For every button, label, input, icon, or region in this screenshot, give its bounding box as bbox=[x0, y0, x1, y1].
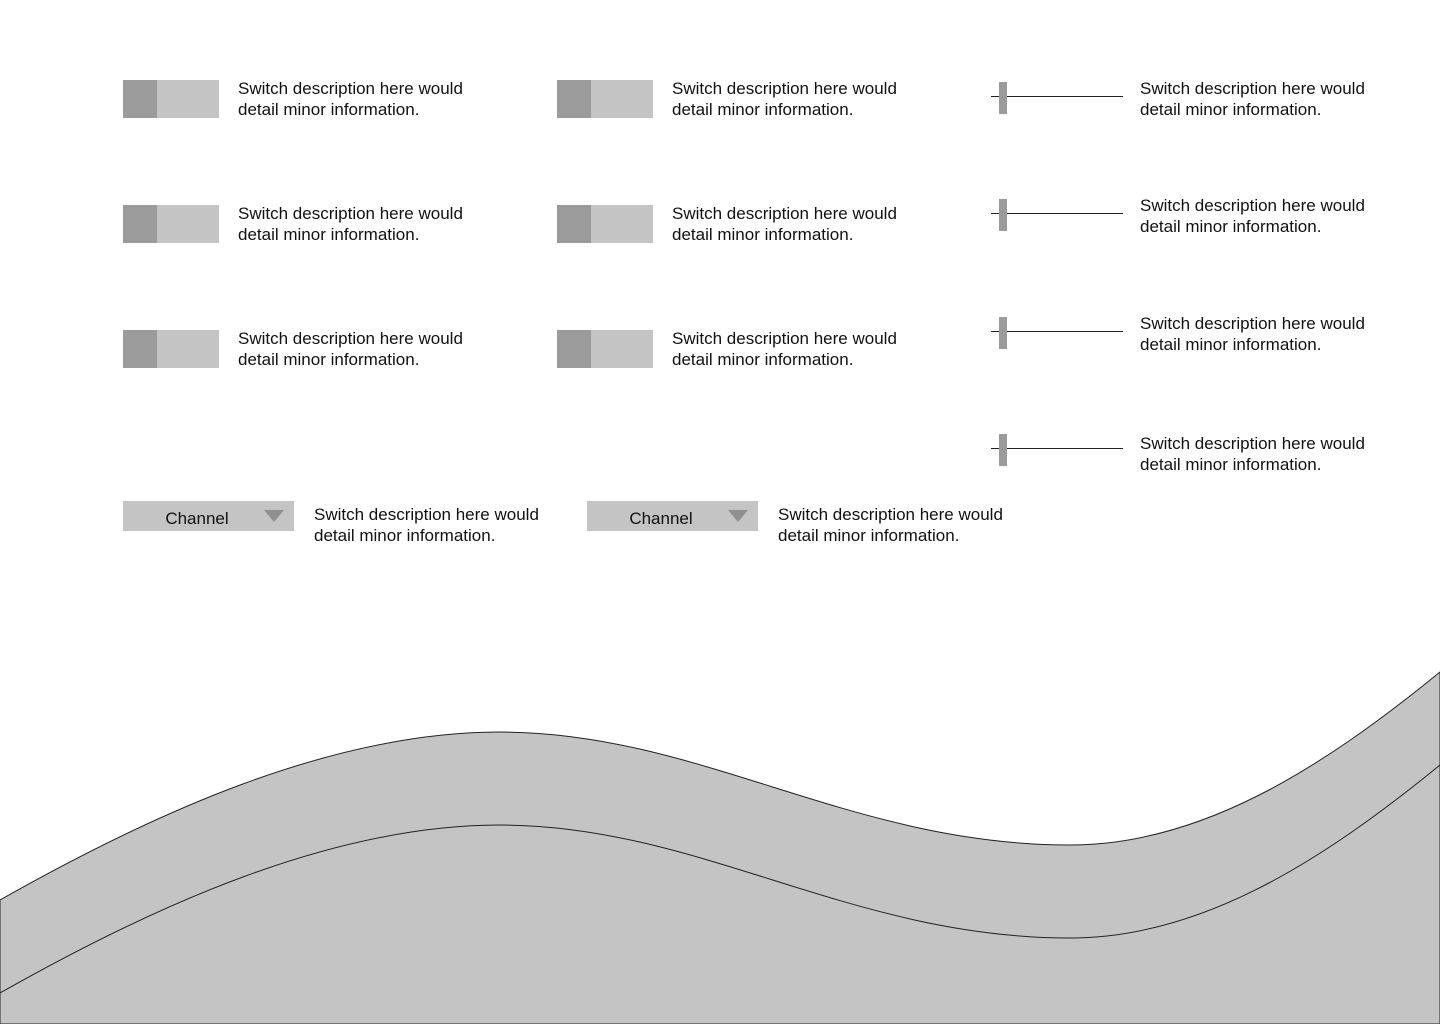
wave-shape bbox=[0, 671, 1440, 1024]
toggle-switch-2-1[interactable] bbox=[557, 80, 653, 118]
slider-description: Switch description here would detail min… bbox=[1140, 196, 1365, 236]
toggle-knob bbox=[123, 330, 157, 368]
toggle-knob bbox=[557, 80, 591, 118]
wave-line bbox=[0, 764, 1440, 994]
switch-description: Switch description here would detail min… bbox=[672, 204, 897, 244]
slider-track bbox=[991, 448, 1123, 449]
select-value: Channel bbox=[165, 509, 229, 528]
slider-thumb[interactable] bbox=[999, 434, 1007, 466]
caret-down-icon bbox=[728, 510, 748, 522]
slider-description: Switch description here would detail min… bbox=[1140, 314, 1365, 354]
switch-description: Switch description here would detail min… bbox=[672, 79, 897, 119]
toggle-knob bbox=[557, 330, 591, 368]
slider-thumb[interactable] bbox=[999, 82, 1007, 114]
channel-select-2[interactable]: Channel bbox=[587, 501, 758, 531]
toggle-switch-1-2[interactable] bbox=[123, 205, 219, 243]
slider-track bbox=[991, 331, 1123, 332]
switch-description: Switch description here would detail min… bbox=[238, 329, 463, 369]
slider-track bbox=[991, 213, 1123, 214]
toggle-knob bbox=[123, 80, 157, 118]
range-slider-1[interactable] bbox=[991, 80, 1123, 114]
select-value: Channel bbox=[629, 509, 693, 528]
range-slider-3[interactable] bbox=[991, 315, 1123, 349]
select-description: Switch description here would detail min… bbox=[314, 505, 539, 545]
range-slider-4[interactable] bbox=[991, 432, 1123, 466]
slider-description: Switch description here would detail min… bbox=[1140, 434, 1365, 474]
switch-description: Switch description here would detail min… bbox=[672, 329, 897, 369]
toggle-knob bbox=[123, 205, 157, 243]
channel-select-1[interactable]: Channel bbox=[123, 501, 294, 531]
switch-description: Switch description here would detail min… bbox=[238, 204, 463, 244]
caret-down-icon bbox=[264, 510, 284, 522]
slider-thumb[interactable] bbox=[999, 199, 1007, 231]
slider-track bbox=[991, 96, 1123, 97]
toggle-switch-2-2[interactable] bbox=[557, 205, 653, 243]
toggle-switch-2-3[interactable] bbox=[557, 330, 653, 368]
slider-thumb[interactable] bbox=[999, 317, 1007, 349]
switch-description: Switch description here would detail min… bbox=[238, 79, 463, 119]
toggle-switch-1-1[interactable] bbox=[123, 80, 219, 118]
select-description: Switch description here would detail min… bbox=[778, 505, 1003, 545]
slider-description: Switch description here would detail min… bbox=[1140, 79, 1365, 119]
range-slider-2[interactable] bbox=[991, 197, 1123, 231]
toggle-knob bbox=[557, 205, 591, 243]
toggle-switch-1-3[interactable] bbox=[123, 330, 219, 368]
